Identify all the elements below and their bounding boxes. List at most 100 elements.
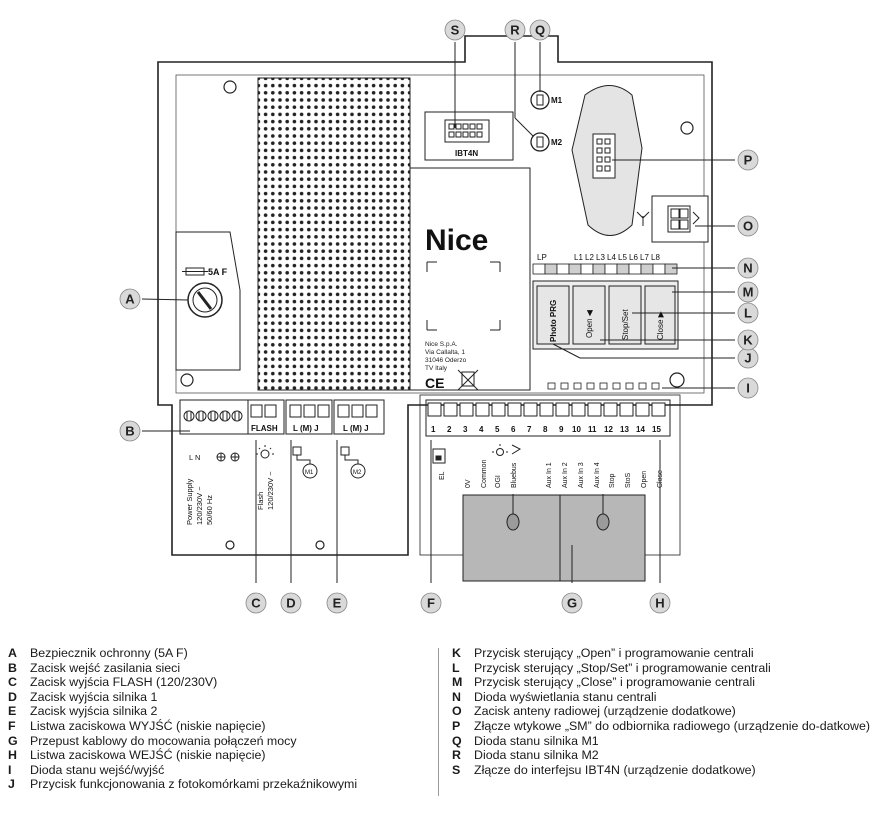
terminal-label: Open: [641, 471, 648, 488]
callout-j: J: [737, 347, 759, 369]
io-status-led: [612, 382, 621, 390]
legend-key: G: [8, 733, 18, 748]
svg-text:D: D: [286, 596, 295, 611]
led-bar-segment: [640, 263, 654, 275]
callout-r: R: [504, 19, 526, 41]
terminal-slot: [250, 404, 263, 418]
legend-text: Dioda stanu wejść/wyjść: [30, 762, 165, 777]
power-terminal-screws: [183, 410, 243, 422]
input-terminal-slot[interactable]: [491, 402, 506, 417]
callout-e: E: [326, 592, 348, 614]
input-terminal-slot[interactable]: [475, 402, 490, 417]
legend-text: Zacisk wyjścia silnika 2: [30, 704, 158, 719]
led-bar-segment: [556, 263, 570, 275]
led-bar-segment: [568, 263, 582, 275]
input-terminal-slot[interactable]: [427, 402, 442, 417]
input-terminal-slot[interactable]: [459, 402, 474, 417]
svg-text:M: M: [743, 285, 754, 300]
svg-text:L2: L2: [585, 253, 594, 262]
svg-text:S: S: [451, 23, 460, 38]
terminal-number: 5: [495, 425, 500, 434]
terminal-number: 7: [527, 425, 532, 434]
terminal-number: 15: [652, 425, 661, 434]
callout-i: I: [737, 377, 759, 399]
button-close[interactable]: Close ▶: [644, 285, 676, 345]
legend-text: Bezpiecznik ochronny (5A F): [30, 646, 188, 660]
svg-text:Close ▶: Close ▶: [656, 310, 665, 340]
motor1-symbol-label: M1: [305, 470, 314, 476]
svg-text:L4: L4: [607, 253, 616, 262]
svg-text:N: N: [743, 261, 752, 276]
io-status-led: [573, 382, 582, 390]
svg-text:B: B: [125, 424, 134, 439]
input-terminal-slot[interactable]: [651, 402, 666, 417]
terminal-label: Stop: [609, 473, 616, 488]
button-open[interactable]: Open ◀: [572, 285, 606, 345]
svg-text:31046 Oderzo: 31046 Oderzo: [425, 357, 467, 364]
legend-text: Zacisk wejść zasilania sieci: [30, 660, 181, 675]
callout-d: D: [280, 592, 302, 614]
terminal-label: Bluebus: [511, 462, 518, 488]
svg-text:L6: L6: [629, 253, 638, 262]
nice-logo: Nice: [425, 224, 488, 257]
svg-text:P: P: [744, 153, 753, 168]
input-terminal-slot[interactable]: [635, 402, 650, 417]
io-status-led: [638, 382, 647, 390]
input-terminal-slot[interactable]: [507, 402, 522, 417]
antenna-terminal[interactable]: [667, 205, 691, 233]
input-terminal-slot[interactable]: [619, 402, 634, 417]
io-status-led: [651, 382, 660, 390]
input-terminal-slot[interactable]: [587, 402, 602, 417]
callout-p: P: [737, 149, 759, 171]
led-bar: [532, 263, 678, 275]
terminal-number: 13: [620, 425, 629, 434]
cable-gland: [462, 494, 646, 582]
terminal-slot: [289, 404, 302, 418]
legend-key: Q: [452, 733, 462, 748]
input-terminal-slot[interactable]: [603, 402, 618, 417]
led-bar-lp-label: LP: [537, 253, 547, 262]
input-terminal-slot[interactable]: [443, 402, 458, 417]
legend-text: Dioda stanu silnika M1: [474, 733, 599, 748]
terminal-slot: [365, 404, 378, 418]
legend-text: Złącze wtykowe „SM” do odbiornika radiow…: [474, 718, 870, 733]
terminal-label: Aux In 1: [546, 462, 553, 488]
legend-text: Zacisk anteny radiowej (urządzenie dodat…: [474, 704, 736, 719]
legend-key: J: [8, 777, 15, 792]
power-screw: [195, 410, 207, 422]
electric-lock-icon: [432, 448, 446, 464]
callout-m: M: [737, 281, 759, 303]
led-bar-segment: [580, 263, 594, 275]
input-terminal-slot[interactable]: [539, 402, 554, 417]
svg-text:L3: L3: [596, 253, 605, 262]
callout-o: O: [737, 215, 759, 237]
button-photo-prg[interactable]: Photo PRG: [536, 285, 570, 345]
svg-text:A: A: [125, 292, 135, 307]
legend-key: D: [8, 689, 17, 704]
led-bar-segment: [664, 263, 678, 275]
input-terminal-slot[interactable]: [571, 402, 586, 417]
button-stop-set[interactable]: Stop/Set: [608, 285, 642, 345]
fuse-rating: 5A F: [208, 267, 228, 277]
svg-text:J: J: [744, 351, 751, 366]
legend-text: Listwa zaciskowa WYJŚĆ (niskie napięcie): [30, 718, 266, 733]
right-terminal-slots[interactable]: [425, 399, 671, 437]
power-screw: [207, 410, 219, 422]
legend-key: I: [8, 762, 12, 777]
fuse: [187, 282, 223, 318]
ibt4n-connector[interactable]: [444, 119, 490, 143]
sm-connector[interactable]: [592, 133, 616, 179]
svg-text:Via Callalta, 1: Via Callalta, 1: [425, 349, 465, 356]
input-terminal-slot[interactable]: [555, 402, 570, 417]
svg-text:F: F: [427, 596, 435, 611]
input-terminal-slot[interactable]: [523, 402, 538, 417]
callout-leaders: [141, 42, 735, 583]
